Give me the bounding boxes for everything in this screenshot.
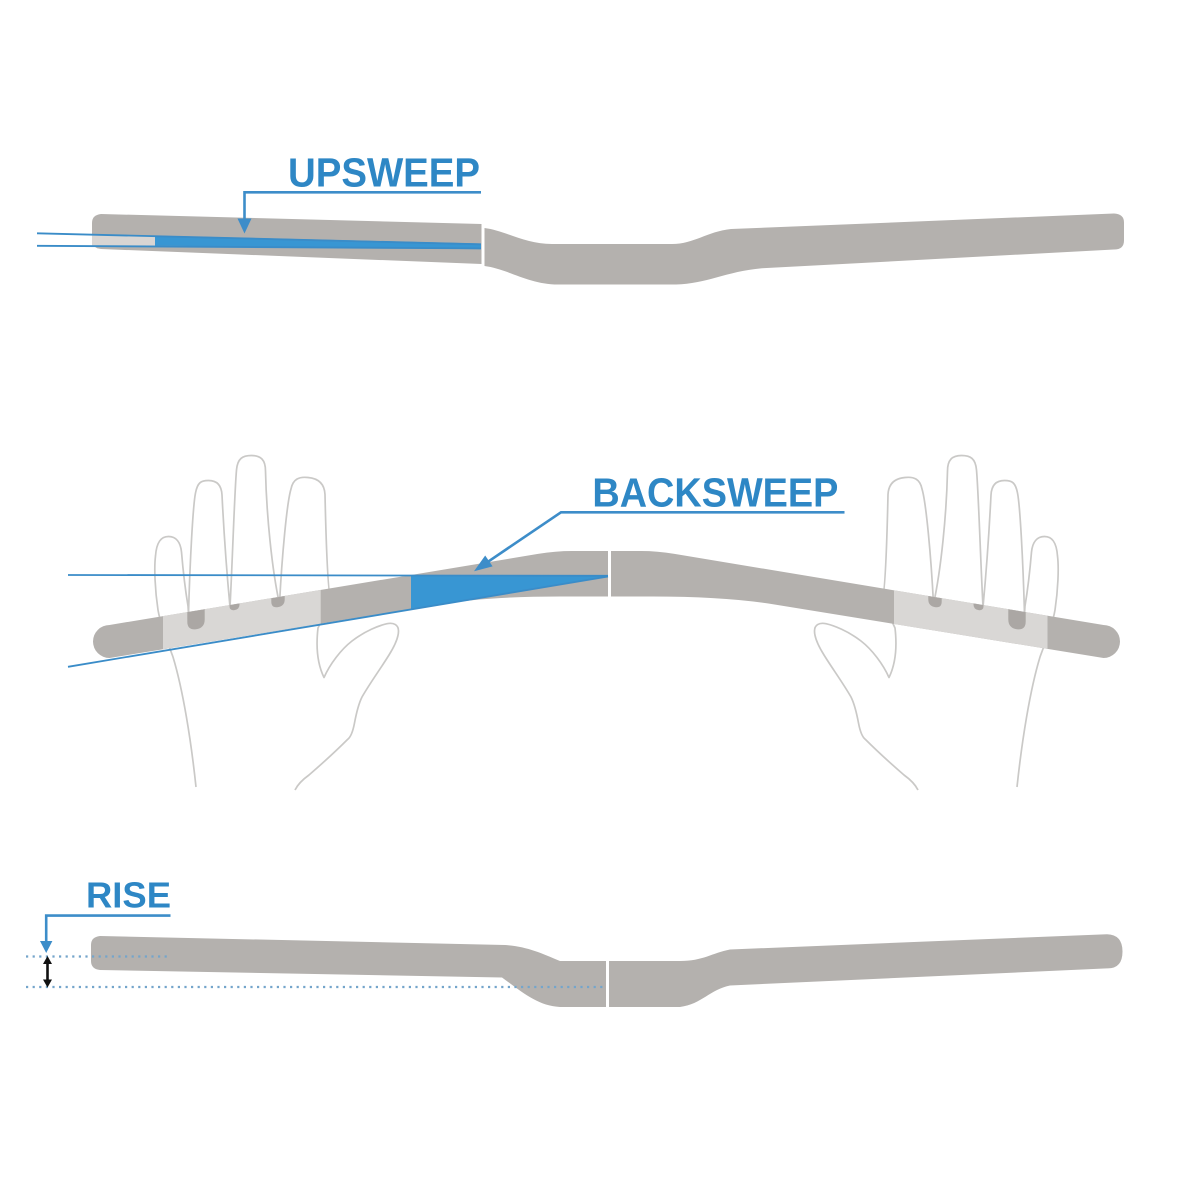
svg-text:UPSWEEP: UPSWEEP	[288, 150, 480, 196]
svg-text:RISE: RISE	[86, 875, 171, 916]
svg-text:BACKSWEEP: BACKSWEEP	[592, 470, 838, 516]
